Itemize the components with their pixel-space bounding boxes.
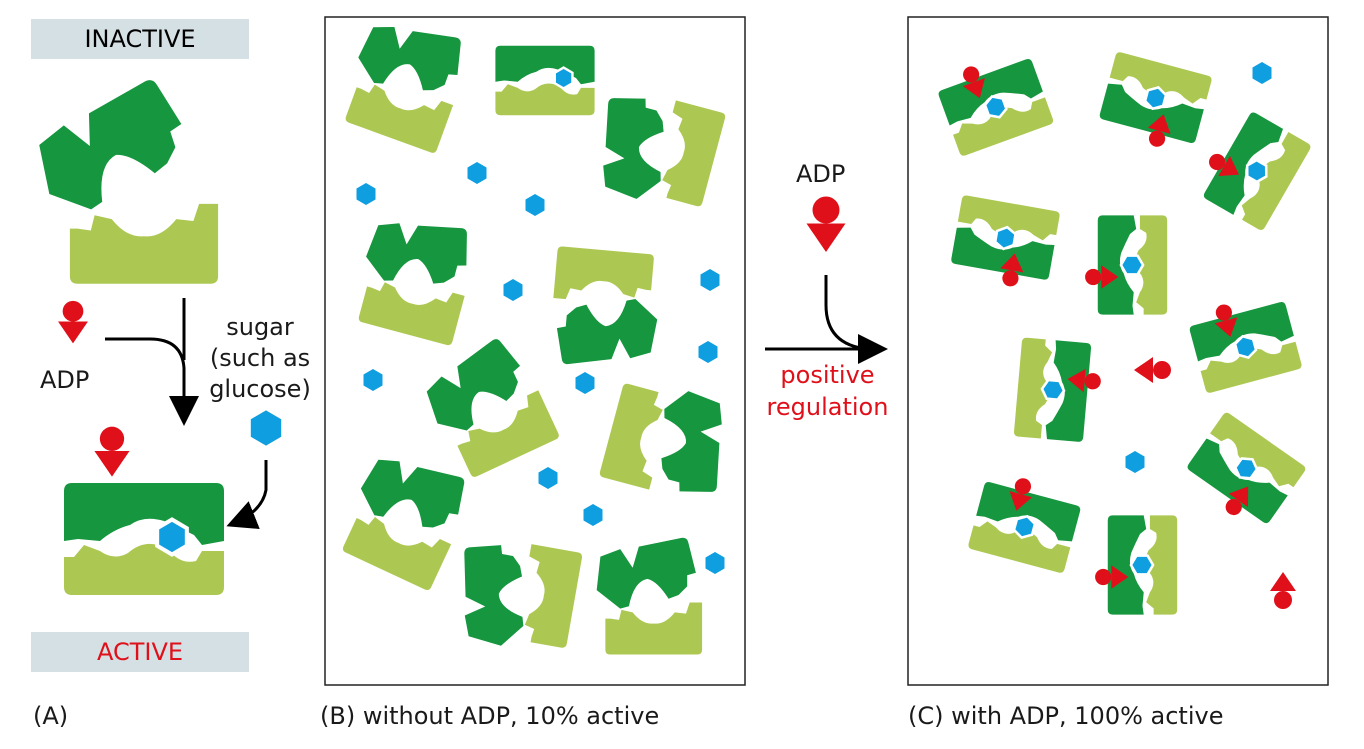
reaction-arrow-a	[105, 337, 199, 426]
inactive-banner: INACTIVE	[31, 19, 249, 59]
active-enzyme	[64, 426, 224, 595]
panel-c	[933, 46, 1312, 615]
panel-b-frame	[324, 16, 746, 686]
adp-molecule-a	[58, 300, 88, 344]
inactive-enzyme	[25, 74, 198, 221]
active-label: ACTIVE	[96, 638, 184, 666]
panel-b	[334, 8, 739, 657]
glucose-molecule-a	[250, 410, 282, 446]
caption-c: (C) with ADP, 100% active	[908, 702, 1224, 730]
adp-label-middle: ADP	[796, 160, 846, 188]
caption-a: (A)	[33, 702, 69, 730]
adp-label-a: ADP	[40, 366, 90, 394]
positive-regulation-arrow	[765, 196, 888, 364]
caption-b: (B) without ADP, 10% active	[320, 702, 660, 730]
positive-regulation-label: positive regulation	[766, 361, 889, 421]
sugar-label: sugar (such as glucose)	[209, 313, 311, 403]
panel-c-frame	[907, 16, 1329, 686]
active-banner: ACTIVE	[31, 632, 249, 672]
inactive-catalytic-subunit	[69, 203, 219, 284]
inactive-label: INACTIVE	[84, 25, 196, 53]
panel-a	[25, 74, 282, 595]
